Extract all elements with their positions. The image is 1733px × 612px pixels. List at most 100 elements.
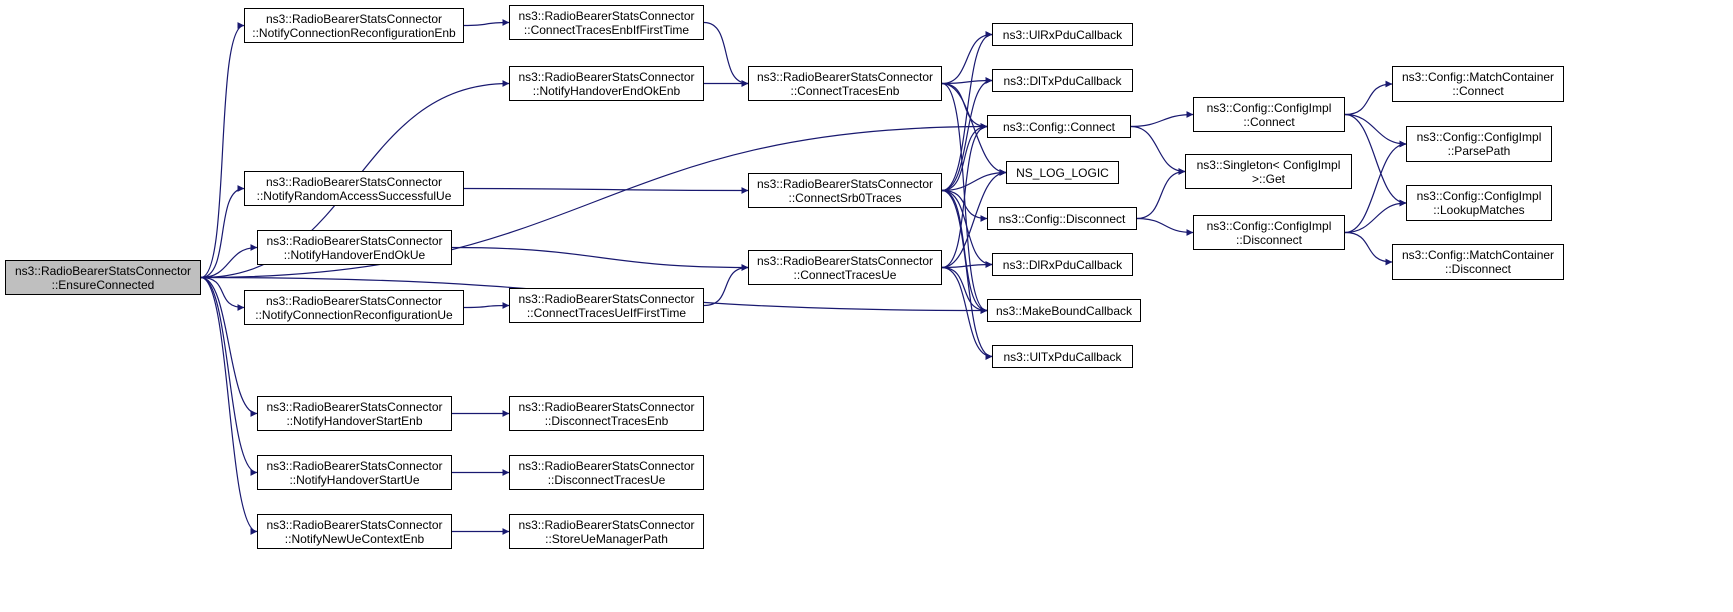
edge-connect-srb0-traces-to-config-connect [941,123,988,192]
node-ensure-connected[interactable]: ns3::RadioBearerStatsConnector::EnsureCo… [5,260,201,295]
node-label-line: ::DisconnectTracesEnb [544,413,669,428]
node-label-line: ::EnsureConnected [51,277,155,292]
node-label-line: ns3::RadioBearerStatsConnector [518,458,695,473]
node-notify-conn-reconf-ue[interactable]: ns3::RadioBearerStatsConnector::NotifyCo… [244,290,464,325]
node-label-line: ::NotifyConnectionReconfigurationUe [255,307,453,322]
node-make-bound-callback[interactable]: ns3::MakeBoundCallback [987,299,1141,322]
node-config-disconnect[interactable]: ns3::Config::Disconnect [987,207,1137,230]
node-label-line: ns3::RadioBearerStatsConnector [518,517,695,532]
node-label-line: ns3::RadioBearerStatsConnector [756,253,934,268]
edge-connect-srb0-traces-to-ul-rx-pdu-callback [941,31,993,192]
node-matchcontainer-connect[interactable]: ns3::Config::MatchContainer::Connect [1392,66,1564,102]
node-label-line: ns3::Config::ConfigImpl [1416,189,1542,203]
edge-connect-traces-enb-to-dl-tx-pdu-callback [941,77,993,85]
node-label-line: ns3::RadioBearerStatsConnector [756,69,934,84]
node-label-line: ::Connect [1452,84,1504,98]
node-label-line: ::DisconnectTracesUe [547,472,666,487]
node-label-line: ::NotifyHandoverEndOkUe [283,247,426,262]
node-dl-rx-pdu-callback[interactable]: ns3::DlRxPduCallback [992,253,1133,276]
edge-config-connect-to-configimpl-connect [1130,111,1194,128]
edge-notify-conn-reconf-enb-to-connect-traces-enb-if-first [463,19,510,27]
node-matchcontainer-disconnect[interactable]: ns3::Config::MatchContainer::Disconnect [1392,244,1564,280]
node-label-line: ns3::MakeBoundCallback [995,303,1133,318]
node-label-line: ::NotifyNewUeContextEnb [284,531,425,546]
node-label-line: ::NotifyConnectionReconfigurationEnb [252,25,456,40]
node-label-line: ns3::RadioBearerStatsConnector [265,293,443,308]
node-label-line: ns3::Config::Connect [1002,119,1116,134]
node-disconnect-traces-enb[interactable]: ns3::RadioBearerStatsConnector::Disconne… [509,396,704,431]
node-notify-ra-success-ue[interactable]: ns3::RadioBearerStatsConnector::NotifyRa… [244,171,464,206]
edge-connect-traces-ue-to-ul-tx-pdu-callback [941,266,993,360]
edge-notify-conn-reconf-ue-to-connect-traces-ue-if-first [463,302,510,310]
node-ul-tx-pdu-callback[interactable]: ns3::UlTxPduCallback [992,345,1133,368]
node-connect-traces-enb[interactable]: ns3::RadioBearerStatsConnector::ConnectT… [748,66,942,101]
node-label-line: ns3::RadioBearerStatsConnector [518,399,695,414]
node-ns-log-logic[interactable]: NS_LOG_LOGIC [1006,161,1119,184]
node-notify-conn-reconf-enb[interactable]: ns3::RadioBearerStatsConnector::NotifyCo… [244,8,464,43]
node-singleton-get[interactable]: ns3::Singleton< ConfigImpl >::Get [1185,154,1352,189]
edge-connect-traces-ue-to-make-bound-callback [941,266,988,314]
node-config-connect[interactable]: ns3::Config::Connect [987,115,1131,138]
node-label-line: ns3::UlTxPduCallback [1003,349,1122,364]
node-connect-traces-enb-if-first[interactable]: ns3::RadioBearerStatsConnector::ConnectT… [509,5,704,40]
node-configimpl-lookupmatches[interactable]: ns3::Config::ConfigImpl::LookupMatches [1406,185,1552,221]
edge-ensure-connected-to-notify-ra-success-ue [200,185,245,279]
node-label-line: ::StoreUeManagerPath [545,531,668,546]
node-notify-ho-end-ok-enb[interactable]: ns3::RadioBearerStatsConnector::NotifyHa… [509,66,704,101]
node-label-line: ::NotifyRandomAccessSuccessfulUe [256,188,452,203]
edge-ensure-connected-to-config-connect [200,123,988,279]
edge-config-connect-to-singleton-get [1130,125,1186,175]
node-label-line: ns3::RadioBearerStatsConnector [266,399,443,414]
node-store-ue-manager-path[interactable]: ns3::RadioBearerStatsConnector::StoreUeM… [509,514,704,549]
node-disconnect-traces-ue[interactable]: ns3::RadioBearerStatsConnector::Disconne… [509,455,704,490]
node-notify-new-ue-context-enb[interactable]: ns3::RadioBearerStatsConnector::NotifyNe… [257,514,452,549]
node-configimpl-parsepath[interactable]: ns3::Config::ConfigImpl::ParsePath [1406,126,1552,162]
node-label-line: ns3::RadioBearerStatsConnector [265,11,443,26]
edge-configimpl-disconnect-to-configimpl-parsepath [1344,140,1407,234]
edge-ensure-connected-to-notify-ho-start-enb [200,276,258,417]
edge-connect-srb0-traces-to-ns-log-logic [941,169,1007,192]
edge-config-disconnect-to-singleton-get [1136,168,1186,220]
node-label-line: ns3::RadioBearerStatsConnector [518,291,695,306]
node-dl-tx-pdu-callback[interactable]: ns3::DlTxPduCallback [992,69,1133,92]
node-label-line: ns3::Singleton< ConfigImpl [1196,157,1341,172]
edge-connect-traces-ue-to-config-connect [941,123,988,269]
node-label-line: ::ConnectTracesUeIfFirstTime [526,305,687,320]
node-label-line: ::ConnectTracesUe [793,267,897,282]
node-notify-ho-end-ok-ue[interactable]: ns3::RadioBearerStatsConnector::NotifyHa… [257,230,452,265]
node-notify-ho-start-enb[interactable]: ns3::RadioBearerStatsConnector::NotifyHa… [257,396,452,431]
node-label-line: ::Disconnect [1444,262,1512,276]
node-label-line: ::ParsePath [1447,144,1511,158]
node-label-line: NS_LOG_LOGIC [1016,165,1109,180]
edge-notify-ra-success-ue-to-connect-srb0-traces [463,186,749,194]
node-connect-traces-ue-if-first[interactable]: ns3::RadioBearerStatsConnector::ConnectT… [509,288,704,323]
node-label-line: ::NotifyHandoverEndOkEnb [532,83,681,98]
node-label-line: ns3::RadioBearerStatsConnector [518,8,695,23]
edge-configimpl-connect-to-configimpl-parsepath [1344,113,1407,148]
edge-ensure-connected-to-notify-ho-start-ue [200,276,258,476]
node-label-line: ::LookupMatches [1433,203,1525,217]
edge-connect-traces-ue-if-first-to-connect-traces-ue [703,264,749,307]
node-label-line: ns3::DlTxPduCallback [1003,73,1122,88]
edge-connect-srb0-traces-to-dl-tx-pdu-callback [941,77,993,192]
node-label-line: ns3::Config::ConfigImpl [1416,130,1542,144]
edge-config-disconnect-to-configimpl-disconnect [1136,217,1194,236]
node-configimpl-connect[interactable]: ns3::Config::ConfigImpl::Connect [1193,97,1345,132]
node-ul-rx-pdu-callback[interactable]: ns3::UlRxPduCallback [992,23,1133,46]
edge-connect-traces-ue-to-dl-rx-pdu-callback [941,261,993,269]
node-label-line: ns3::Config::ConfigImpl [1206,100,1332,115]
edge-configimpl-disconnect-to-configimpl-lookupmatches [1344,199,1407,234]
node-label-line: ns3::Config::MatchContainer [1401,70,1555,84]
node-label-line: ns3::RadioBearerStatsConnector [266,233,443,248]
node-connect-traces-ue[interactable]: ns3::RadioBearerStatsConnector::ConnectT… [748,250,942,285]
edge-ensure-connected-to-notify-ho-end-ok-ue [200,244,258,279]
node-label-line: ::ConnectSrb0Traces [788,190,902,205]
node-label-line: ns3::RadioBearerStatsConnector [518,69,695,84]
node-label-line: ns3::UlRxPduCallback [1002,27,1123,42]
node-connect-srb0-traces[interactable]: ns3::RadioBearerStatsConnector::ConnectS… [748,173,942,208]
node-notify-ho-start-ue[interactable]: ns3::RadioBearerStatsConnector::NotifyHa… [257,455,452,490]
node-label-line: ns3::Config::MatchContainer [1401,248,1555,262]
node-label-line: ::NotifyHandoverStartUe [289,472,420,487]
node-configimpl-disconnect[interactable]: ns3::Config::ConfigImpl::Disconnect [1193,215,1345,250]
